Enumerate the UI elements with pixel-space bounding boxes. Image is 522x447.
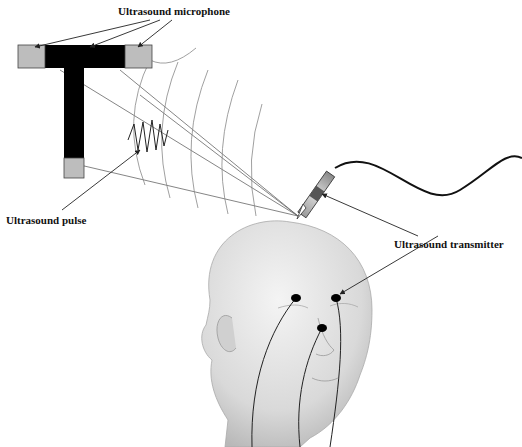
wavefront xyxy=(134,48,262,216)
leader-line xyxy=(35,20,438,294)
callout-label: Ultrasound transmitter xyxy=(394,238,504,250)
callout-label: Ultrasound pulse xyxy=(6,214,86,226)
microphone-array xyxy=(18,45,152,178)
transmitter-pen xyxy=(297,156,522,219)
electrodes xyxy=(252,294,341,447)
head xyxy=(202,221,372,447)
sound-beam xyxy=(60,70,298,216)
callout-label: Ultrasound microphone xyxy=(118,5,230,17)
pulse-wave xyxy=(128,120,168,152)
